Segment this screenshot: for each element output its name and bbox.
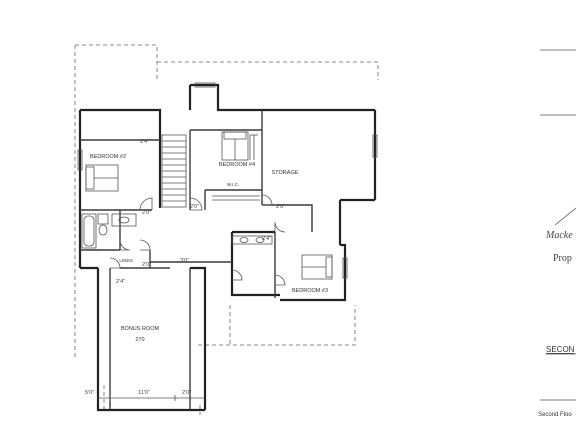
dimension-note: 2'0" xyxy=(142,262,151,268)
label-storage: STORAGE xyxy=(272,170,299,176)
staircase xyxy=(161,134,187,208)
bathroom-fixtures xyxy=(81,213,273,249)
dimension-note: 11'0" xyxy=(138,390,150,396)
dimension-note: 2'4" xyxy=(116,279,125,285)
windows xyxy=(77,82,378,279)
exterior-walls xyxy=(78,83,377,412)
label-bedroom-2: BEDROOM #2 xyxy=(90,154,126,160)
bed-bedroom-2 xyxy=(85,164,119,192)
closet-shelving xyxy=(212,134,260,201)
sheet-title: SECON xyxy=(546,345,575,354)
sheet-caption: Second Floo xyxy=(538,412,572,418)
dimension-note: 2'0" xyxy=(276,204,285,210)
label-bedroom-3: BEDROOM #3 xyxy=(292,288,328,294)
label-bonus-area: 270 xyxy=(135,337,144,343)
label-linen: LINEN xyxy=(119,258,132,263)
bed-bedroom-4 xyxy=(221,131,249,161)
dimension-note: 3'0" xyxy=(180,258,189,264)
label-bonus-room: BONUS ROOM xyxy=(121,326,160,332)
roof-outline xyxy=(74,44,379,415)
door-swings xyxy=(109,194,286,286)
dimension-note: 2'4" xyxy=(140,139,149,145)
interior-walls xyxy=(80,110,313,410)
dimension-note: 5'0" xyxy=(85,390,94,396)
company-logo: Macke Prop xyxy=(545,207,576,264)
dimension-note: 2'0" xyxy=(142,210,151,216)
dimension-lines xyxy=(98,395,205,401)
label-bedroom-4: BEDROOM #4 xyxy=(219,162,255,168)
label-wic: W.I.C. xyxy=(227,182,239,187)
dimension-note: 2'0" xyxy=(190,204,199,210)
dimension-note: 2'0" xyxy=(182,390,191,396)
logo-text-line2: Prop xyxy=(553,253,572,264)
logo-text-line1: Macke xyxy=(545,230,573,241)
title-block-frame xyxy=(540,49,576,401)
dimension-note: 2'4" xyxy=(262,236,271,242)
bed-bedroom-3 xyxy=(301,254,333,280)
